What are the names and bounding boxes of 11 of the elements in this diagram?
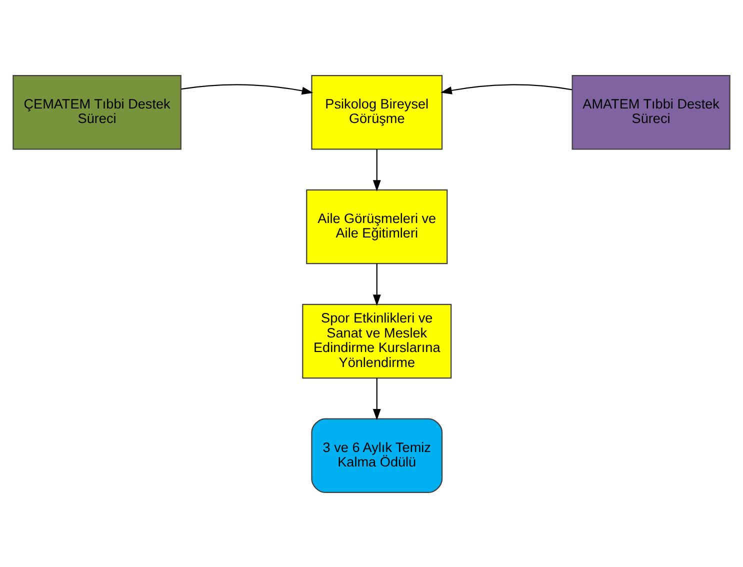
arrow — [372, 378, 381, 420]
arrow — [372, 263, 381, 306]
node-box: Psikolog Bireysel Görüşme — [311, 74, 443, 150]
arrow — [440, 84, 572, 94]
node-box: Spor Etkinlikleri ve Sanat ve Meslek Edindirme Kurslarına Yönlendirme — [302, 303, 452, 378]
node-box: AMATEM Tıbbi Destek Süreci — [572, 74, 730, 150]
arrow — [181, 84, 314, 94]
arrow — [372, 148, 381, 192]
node-box: Aile Görüşmeleri ve Aile Eğitimleri — [306, 188, 448, 264]
node-box: ÇEMATEM Tıbbi Destek Süreci — [12, 74, 182, 150]
node-box: 3 ve 6 Aylık Temiz Kalma Ödülü — [311, 418, 443, 493]
